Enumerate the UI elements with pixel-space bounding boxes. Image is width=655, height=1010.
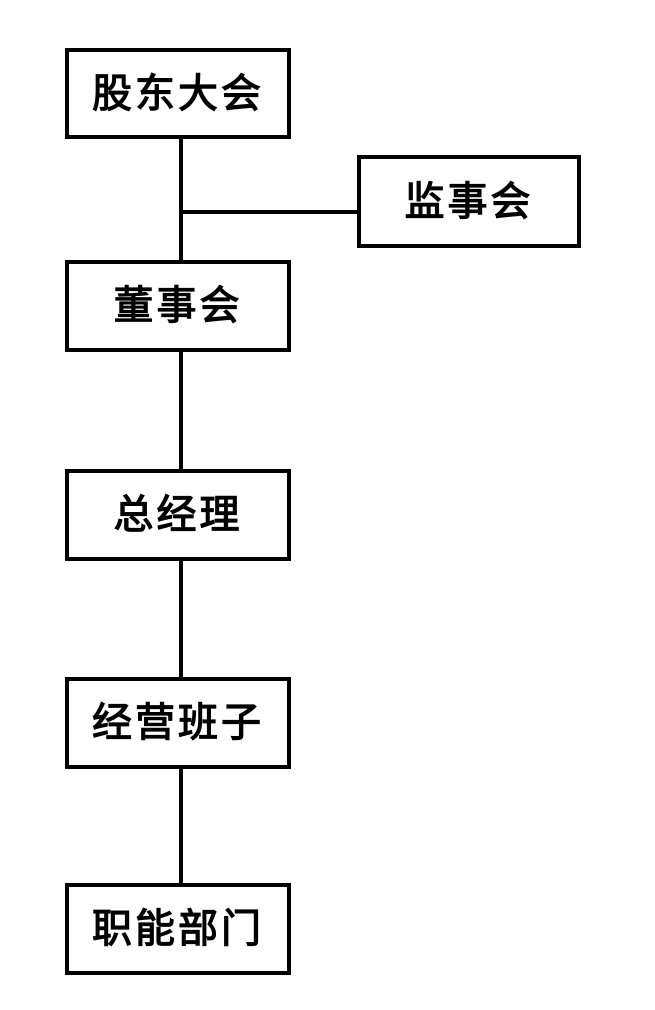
connector-board-to-gm (179, 352, 183, 469)
node-functional-departments: 职能部门 (65, 883, 291, 975)
connector-shareholders-to-board (179, 139, 183, 260)
node-supervisory-board: 监事会 (357, 155, 581, 248)
node-general-manager: 总经理 (65, 469, 291, 561)
node-shareholders-meeting: 股东大会 (65, 48, 291, 139)
connector-branch-to-supervisory (179, 210, 357, 214)
connector-management-to-departments (179, 769, 183, 883)
node-board-of-directors: 董事会 (65, 260, 291, 352)
node-management-team: 经营班子 (65, 677, 291, 769)
connector-gm-to-management (179, 561, 183, 677)
